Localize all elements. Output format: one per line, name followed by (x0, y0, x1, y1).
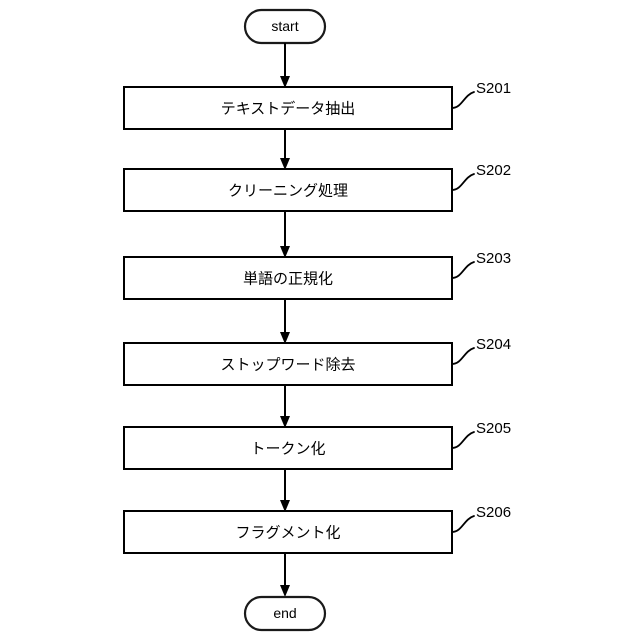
process-box-2-shape (123, 168, 453, 212)
step-ref-1: S201 (476, 80, 511, 97)
step-ref-4: S204 (476, 336, 511, 353)
process-box-6-shape (123, 510, 453, 554)
process-box-5[interactable]: トークン化 (123, 426, 453, 470)
arrow-head-icon (280, 246, 290, 258)
arrow-head-icon (280, 500, 290, 512)
leader-6: S206 (451, 504, 511, 533)
connector-step-1-to-step-2 (280, 129, 290, 170)
step-ref-2: S202 (476, 162, 511, 179)
connector-step-2-to-step-3 (280, 211, 290, 258)
process-box-2-label: クリーニング処理 (228, 182, 348, 200)
end-node-shape (243, 595, 327, 632)
process-box-6[interactable]: フラグメント化 (123, 510, 453, 554)
leader-2: S202 (451, 162, 511, 191)
arrow-head-icon (280, 76, 290, 88)
process-box-6-label: フラグメント化 (235, 524, 340, 542)
connector-step-3-to-step-4 (280, 299, 290, 344)
process-box-1[interactable]: テキストデータ抽出 (123, 86, 453, 130)
arrow-head-icon (280, 158, 290, 170)
start-node-label: start (271, 18, 298, 34)
end-node[interactable]: end (243, 595, 327, 632)
arrow-head-icon (280, 585, 290, 597)
start-node[interactable]: start (243, 8, 327, 45)
connector-step-5-to-step-6 (280, 469, 290, 512)
leader-1: S201 (451, 80, 511, 109)
connector-step-4-to-step-5 (280, 385, 290, 428)
process-box-5-label: トークン化 (250, 440, 325, 458)
step-ref-6: S206 (476, 504, 511, 521)
end-node-label: end (273, 605, 296, 621)
leader-3: S203 (451, 250, 511, 279)
process-box-5-shape (123, 426, 453, 470)
process-box-3-shape (123, 256, 453, 300)
connector-start-to-step-1 (280, 43, 290, 88)
process-box-4[interactable]: ストップワード除去 (123, 342, 453, 386)
process-box-4-shape (123, 342, 453, 386)
arrow-head-icon (280, 332, 290, 344)
process-box-2[interactable]: クリーニング処理 (123, 168, 453, 212)
leader-4: S204 (451, 336, 511, 365)
process-box-3-label: 単語の正規化 (243, 270, 333, 288)
process-box-4-label: ストップワード除去 (220, 356, 355, 374)
process-box-3[interactable]: 単語の正規化 (123, 256, 453, 300)
process-box-1-label: テキストデータ抽出 (221, 100, 356, 118)
step-ref-3: S203 (476, 250, 511, 267)
step-ref-5: S205 (476, 420, 511, 437)
process-box-1-shape (123, 86, 453, 130)
connector-step-6-to-end (280, 553, 290, 597)
leader-5: S205 (451, 420, 511, 449)
arrow-head-icon (280, 416, 290, 428)
